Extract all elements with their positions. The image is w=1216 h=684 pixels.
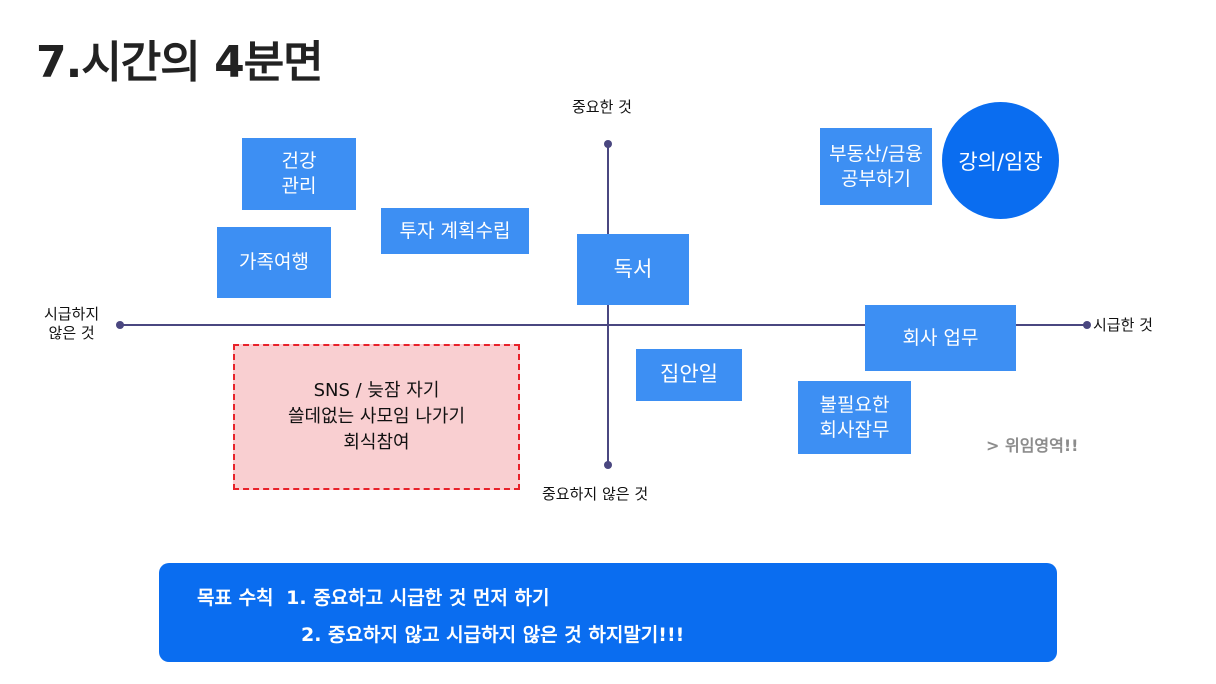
item-waste-activities: SNS / 늦잠 자기 쓸데없는 사모임 나가기 회식참여 [233,344,520,490]
vertical-axis [607,144,609,466]
goal-banner: 목표 수칙 1. 중요하고 시급한 것 먼저 하기 2. 중요하지 않고 시급하… [159,563,1057,662]
item-unnecessary-work: 불필요한 회사잡무 [798,381,911,454]
axis-endpoint-top [604,140,612,148]
goal-prefix: 목표 수칙 [197,587,274,609]
item-company-work: 회사 업무 [865,305,1016,371]
item-housework: 집안일 [636,349,742,401]
item-lecture: 강의/임장 [942,102,1059,219]
horizontal-axis [120,324,1087,326]
item-health: 건강 관리 [242,138,356,210]
axis-label-not-urgent: 시급하지 않은 것 [44,305,99,343]
item-real-estate-study: 부동산/금융 공부하기 [820,128,932,205]
delegate-note: > 위임영역!! [986,436,1079,455]
axis-endpoint-right [1083,321,1091,329]
axis-label-not-urgent-line2: 않은 것 [48,323,95,342]
goal-line-2: 2. 중요하지 않고 시급하지 않은 것 하지말기!!! [301,620,684,647]
item-investment-plan: 투자 계획수립 [381,208,529,254]
goal-line-1: 목표 수칙 1. 중요하고 시급한 것 먼저 하기 [197,583,549,610]
axis-label-important: 중요한 것 [572,98,632,116]
item-family-trip: 가족여행 [217,227,331,298]
axis-endpoint-bottom [604,461,612,469]
axis-label-not-urgent-line1: 시급하지 [44,305,100,323]
goal-rule-2: 2. 중요하지 않고 시급하지 않은 것 하지말기!!! [301,624,685,646]
goal-rule-1: 1. 중요하고 시급한 것 먼저 하기 [286,587,550,609]
axis-label-not-important: 중요하지 않은 것 [542,485,649,503]
page-title: 7.시간의 4분면 [36,37,324,88]
axis-label-urgent: 시급한 것 [1093,316,1153,334]
item-reading: 독서 [577,234,689,305]
axis-endpoint-left [116,321,124,329]
